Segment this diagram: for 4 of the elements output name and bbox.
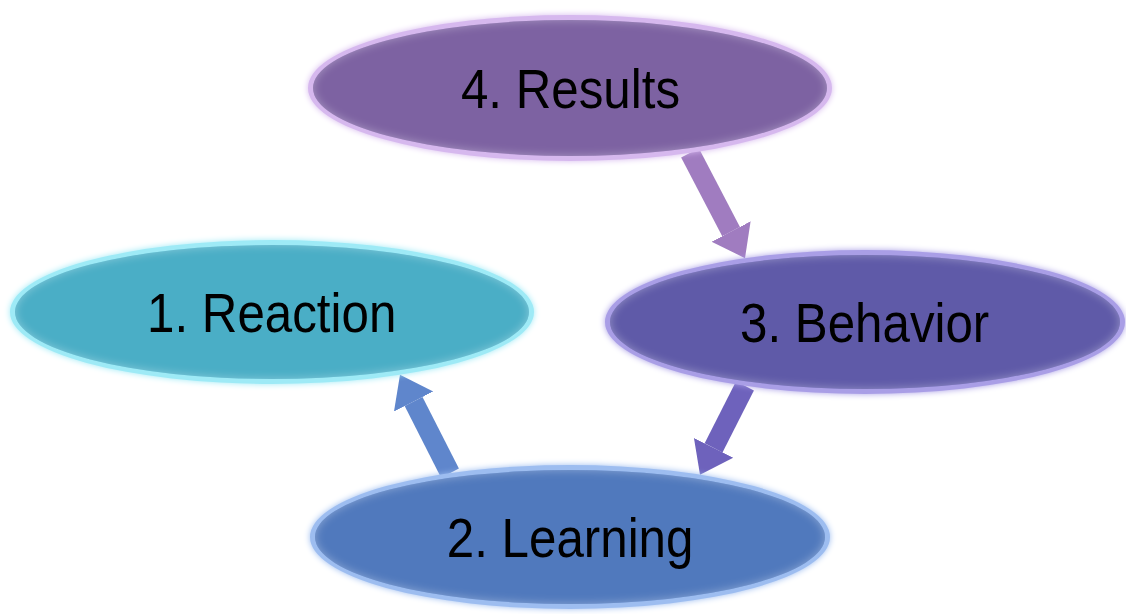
node-label: 2. Learning: [446, 504, 694, 570]
node-label: 3. Behavior: [740, 289, 990, 355]
node-label: 4. Results: [460, 55, 680, 121]
node-label: 1. Reaction: [147, 279, 397, 345]
